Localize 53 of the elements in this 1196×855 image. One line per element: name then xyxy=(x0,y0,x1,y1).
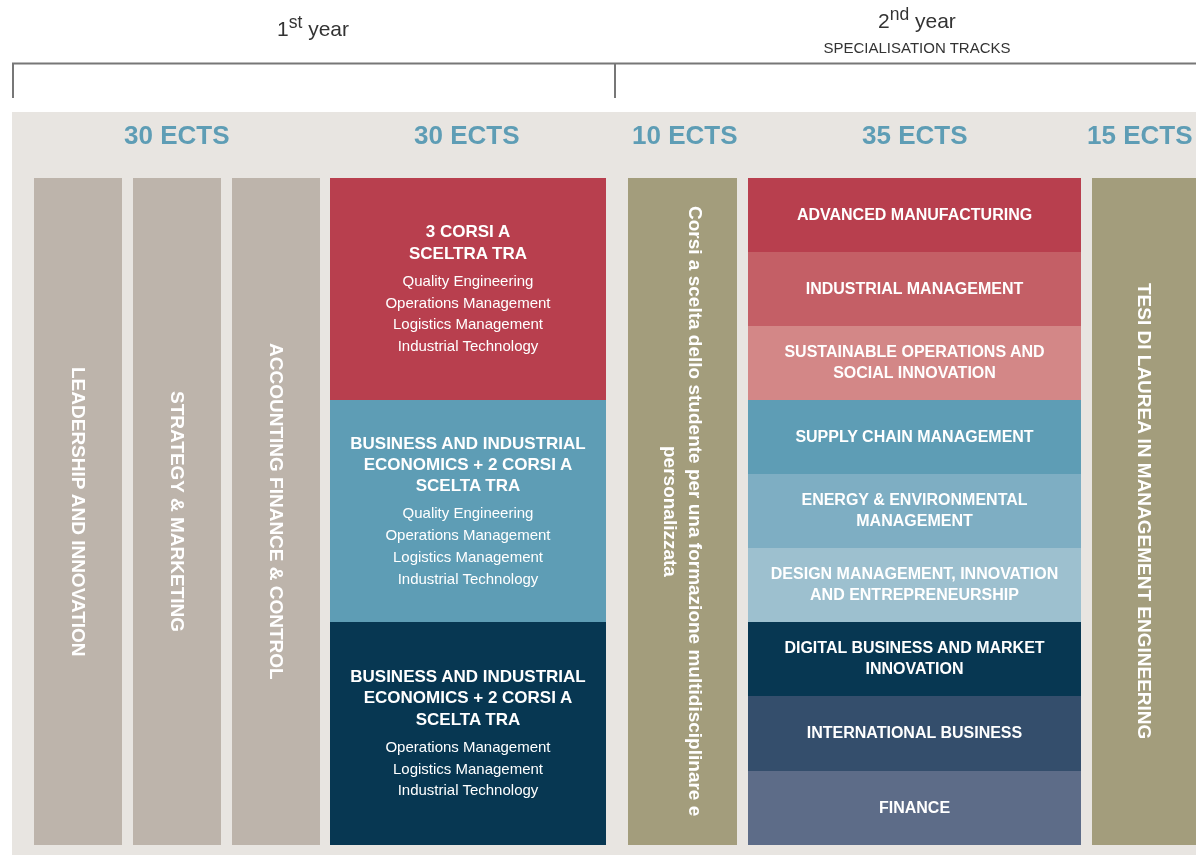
course-title: BUSINESS AND INDUSTRIAL ECONOMICS + 2 CORSI A SCELTA TRA xyxy=(349,432,587,497)
credits-label: 10 ECTS xyxy=(632,120,738,151)
credits-label: 35 ECTS xyxy=(862,120,968,151)
track-box xyxy=(748,400,1081,474)
track-box xyxy=(748,252,1081,326)
track-box xyxy=(748,696,1081,771)
track-box xyxy=(748,622,1081,696)
track-box xyxy=(748,771,1081,845)
course-title: Corsi a scelta dello studente per una formazione multidisciplinare e personalizzata xyxy=(658,205,708,819)
track-title: ENERGY & ENVIRONMENTAL MANAGEMENT xyxy=(800,490,1029,531)
course-list-item: Industrial Technology xyxy=(397,568,539,589)
course-title: LEADERSHIP AND INNOVATION xyxy=(66,366,90,657)
track-title: DESIGN MANAGEMENT, INNOVATION AND ENTREPRENEURSHIP xyxy=(769,564,1060,605)
course-title: STRATEGY & MARKETING xyxy=(165,391,189,632)
course-list-item: Quality Engineering xyxy=(402,503,534,524)
track-box xyxy=(748,178,1081,252)
course-block xyxy=(330,622,606,845)
track-title: DIGITAL BUSINESS AND MARKET INNOVATION xyxy=(783,638,1046,679)
subtitle: SPECIALISATION TRACKS xyxy=(823,39,1011,56)
credits-label: 30 ECTS xyxy=(414,120,520,151)
track-title: ADVANCED MANUFACTURING xyxy=(796,204,1033,225)
course-list-item: Operations Management xyxy=(385,292,551,313)
course-list-item: Logistics Management xyxy=(392,758,544,779)
course-title: 3 CORSI A SCELTRA TRA xyxy=(407,221,528,264)
course-title: BUSINESS AND INDUSTRIAL ECONOMICS + 2 CORSI A SCELTA TRA xyxy=(349,666,587,730)
track-title: INTERNATIONAL BUSINESS xyxy=(806,723,1023,744)
track-box xyxy=(748,548,1081,622)
course-list-item: Industrial Technology xyxy=(397,336,539,356)
track-title: INDUSTRIAL MANAGEMENT xyxy=(805,278,1024,299)
track-box xyxy=(748,326,1081,400)
course-list-item: Industrial Technology xyxy=(397,780,539,801)
year-heading: 1$^{st}$ year xyxy=(277,12,349,41)
track-title: SUSTAINABLE OPERATIONS AND SOCIAL INNOVATION xyxy=(783,342,1046,383)
course-bar xyxy=(628,178,737,845)
credits-label: 30 ECTS xyxy=(124,120,230,151)
course-list-item: Logistics Management xyxy=(392,546,544,567)
course-bar xyxy=(133,178,221,845)
course-bar xyxy=(34,178,122,845)
course-block xyxy=(330,400,606,622)
course-list-item: Operations Management xyxy=(385,525,551,546)
course-block xyxy=(330,178,606,400)
course-list-item: Quality Engineering xyxy=(402,270,534,291)
course-list-item: Operations Management xyxy=(385,736,551,757)
year-heading: 2$^{nd}$ year xyxy=(878,4,956,33)
track-title: FINANCE xyxy=(878,797,951,818)
track-box xyxy=(748,474,1081,548)
course-bar xyxy=(232,178,320,845)
course-bar xyxy=(1092,178,1196,845)
course-title: TESI DI LAUREA IN MANAGEMENT ENGINEERING xyxy=(1132,283,1156,740)
course-list-item: Logistics Management xyxy=(392,314,544,335)
track-title: SUPPLY CHAIN MANAGEMENT xyxy=(795,426,1034,447)
course-title: ACCOUNTING FINANCE & CONTROL xyxy=(264,343,288,680)
credits-label: 15 ECTS xyxy=(1087,120,1193,151)
